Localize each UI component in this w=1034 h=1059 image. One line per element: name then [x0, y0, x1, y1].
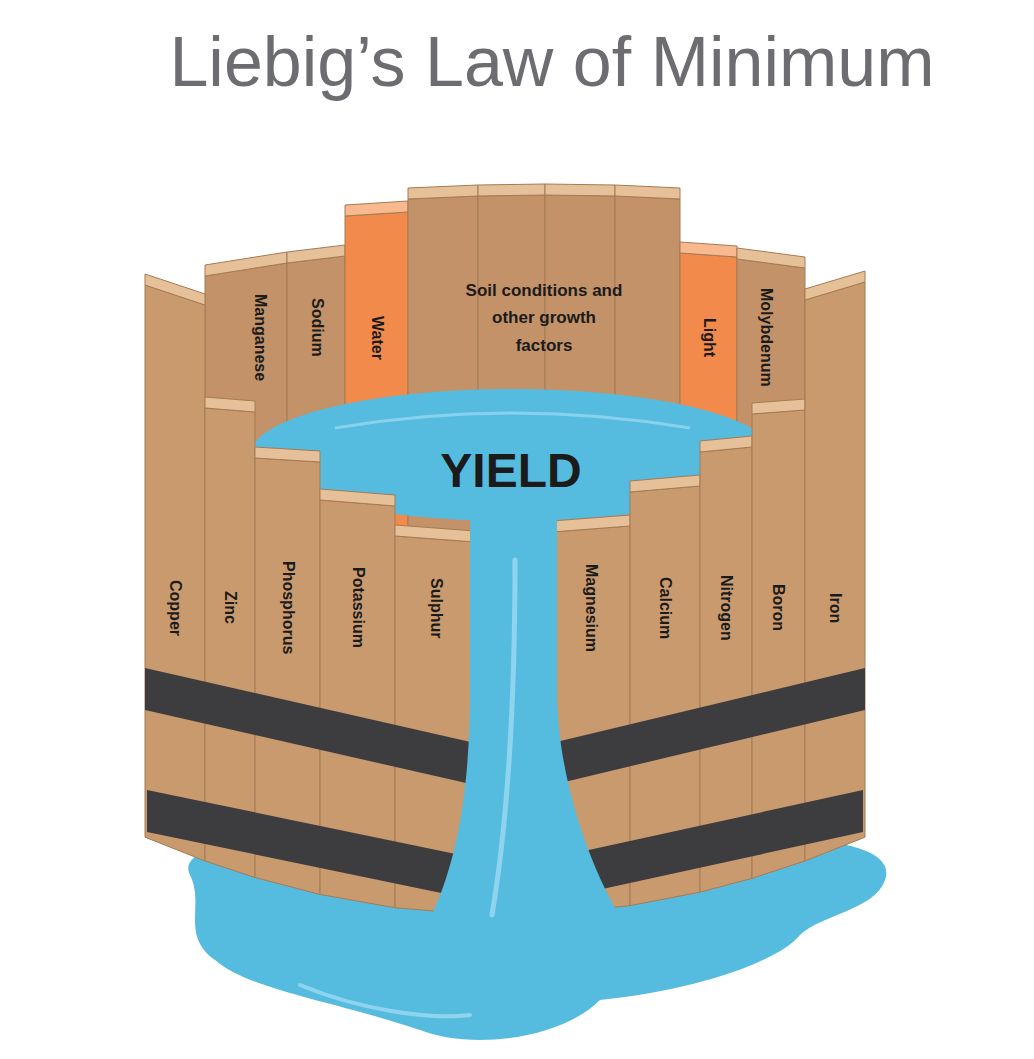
nutrient-label: Light	[700, 318, 718, 357]
stave-rim	[320, 489, 395, 506]
barrel-stave: Phosphorus	[258, 555, 318, 660]
nutrient-label: Boron	[769, 584, 787, 631]
nutrient-label: Sodium	[308, 298, 326, 357]
stave-rim	[545, 184, 615, 196]
stave-rim	[615, 185, 680, 199]
puddle-highlight	[300, 985, 470, 1016]
stave-rim	[552, 515, 630, 532]
stave-rim	[737, 248, 805, 268]
barrel-stave: Sodium	[292, 270, 342, 385]
title-block: Liebig’s Law of Minimum	[80, 22, 1024, 103]
nutrient-label: Potassium	[349, 567, 367, 648]
stave-rim	[630, 475, 700, 492]
yield-label: YIELD	[411, 442, 611, 500]
barrel-stave: Manganese	[237, 282, 283, 392]
diagram-title: Liebig’s Law of Minimum	[169, 22, 934, 103]
barrel-stave: Soil conditions and other growth factors	[415, 262, 673, 374]
barrel-stave: Light	[683, 280, 735, 395]
barrel-stave: Magnesium	[556, 555, 626, 660]
nutrient-label: Sulphur	[427, 578, 445, 638]
nutrient-label: Zinc	[221, 591, 239, 624]
stave-rim	[205, 397, 255, 412]
stave-rim	[680, 242, 737, 257]
stave-rim	[145, 274, 205, 305]
barrel-hoop	[145, 668, 475, 785]
barrel-stave: Nitrogen	[702, 555, 750, 660]
barrel-stave: Copper	[150, 555, 200, 660]
water-surface: YIELD	[411, 439, 611, 503]
stave-rim	[408, 185, 478, 199]
water-stream	[425, 505, 625, 933]
barrel-stave: Calcium	[633, 555, 697, 660]
nutrient-label: Molybdenum	[757, 288, 775, 387]
barrel-stave	[145, 285, 205, 861]
barrel-stave	[805, 282, 865, 861]
nutrient-label: Phosphorus	[279, 561, 297, 654]
stave-rim	[478, 184, 545, 196]
nutrient-label: Nitrogen	[717, 575, 735, 641]
stave-rim	[395, 525, 475, 542]
stave-rim	[345, 201, 408, 216]
barrel-stave: Water	[350, 280, 404, 395]
surface-highlight	[335, 413, 690, 428]
nutrient-label: Calcium	[656, 577, 674, 639]
barrel-hoop	[147, 790, 475, 900]
nutrient-label: Soil conditions and other growth factors	[464, 277, 624, 359]
stave-rim	[205, 252, 287, 276]
barrel-stave: Sulphur	[400, 555, 472, 660]
stave-rim	[255, 447, 320, 462]
nutrient-label: Manganese	[251, 294, 269, 381]
barrel-stave: Potassium	[325, 555, 391, 660]
barrel-stave: Molybdenum	[740, 272, 792, 402]
nutrient-label: Magnesium	[582, 564, 600, 652]
stave-rim	[287, 245, 345, 263]
barrel-stave: Boron	[754, 555, 802, 660]
stream-highlight	[492, 560, 515, 915]
nutrient-label: Water	[368, 316, 386, 360]
barrel-stave: Zinc	[205, 555, 255, 660]
stave-rim	[700, 436, 752, 452]
barrel-stave: Iron	[808, 555, 862, 660]
barrel-hoop	[552, 668, 865, 785]
stave-rim	[805, 271, 865, 300]
stave-rim	[752, 399, 805, 414]
nutrient-label: Iron	[826, 593, 844, 623]
nutrient-label: Copper	[166, 580, 184, 636]
